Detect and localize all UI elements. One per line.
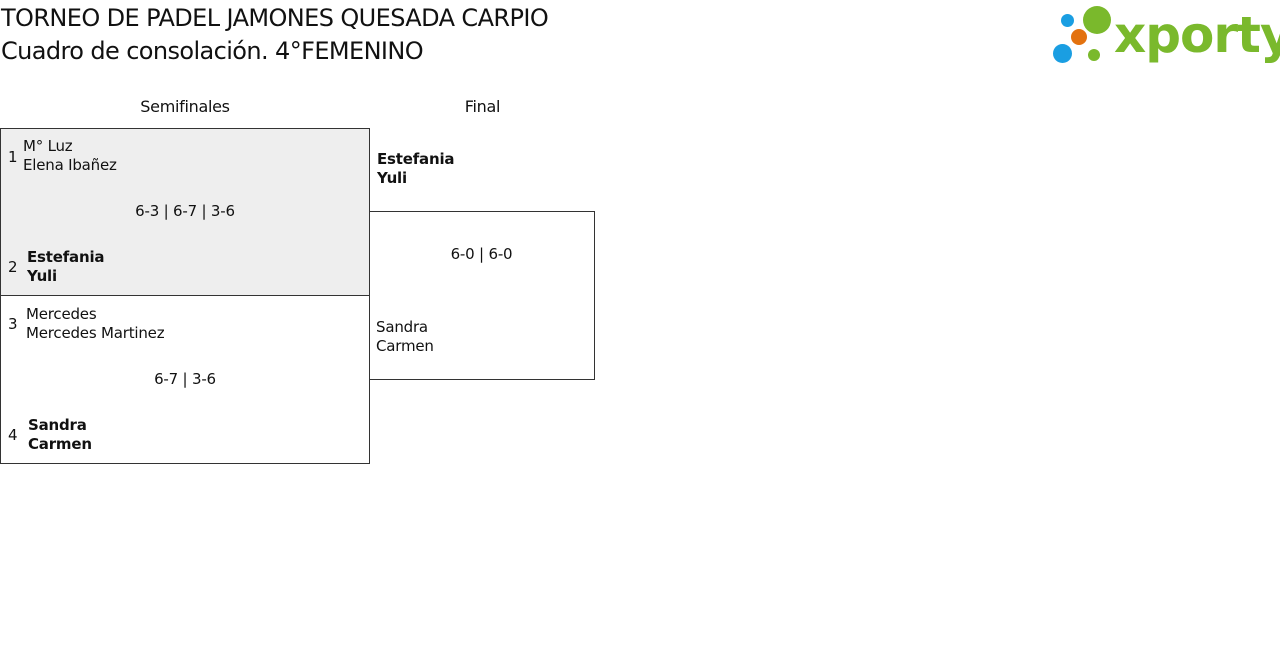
tournament-title: TORNEO DE PADEL JAMONES QUESADA CARPIO	[1, 4, 549, 32]
seed-number: 4	[8, 426, 18, 444]
final-team-1-names-winner: Estefania Yuli	[377, 150, 455, 188]
player-name: Estefania	[377, 150, 455, 168]
team-2-names-winner: Sandra Carmen	[28, 416, 92, 454]
match-score: 6-7 | 3-6	[154, 370, 216, 388]
player-name: Elena Ibañez	[23, 156, 117, 174]
match-score: 6-3 | 6-7 | 3-6	[135, 202, 235, 220]
team-2-names-winner: Estefania Yuli	[27, 248, 105, 286]
draw-subtitle: Cuadro de consolación. 4°FEMENINO	[1, 37, 424, 65]
player-name: Yuli	[27, 267, 57, 285]
player-name: Sandra	[28, 416, 87, 434]
semifinal-match-2[interactable]: 3 Mercedes Mercedes Martinez 6-7 | 3-6 4…	[0, 295, 370, 464]
player-name: Carmen	[28, 435, 92, 453]
xporty-logo[interactable]: xporty	[1050, 4, 1280, 66]
match-score: 6-0 | 6-0	[450, 245, 513, 263]
player-name: Estefania	[27, 248, 105, 266]
team-1-names: Mercedes Mercedes Martinez	[26, 305, 165, 343]
logo-dot-green-small	[1088, 49, 1100, 61]
seed-number: 3	[8, 315, 18, 333]
round-label-final: Final	[464, 97, 501, 116]
seed-number: 2	[8, 258, 18, 276]
final-match[interactable]: 6-0 | 6-0 Sandra Carmen	[369, 211, 595, 380]
final-team-2-names: Sandra Carmen	[376, 318, 434, 356]
logo-wordmark: xporty	[1114, 6, 1280, 64]
logo-dot-orange	[1071, 29, 1087, 45]
player-name: Carmen	[376, 337, 434, 355]
semifinal-match-1[interactable]: 1 M° Luz Elena Ibañez 6-3 | 6-7 | 3-6 2 …	[0, 128, 370, 296]
player-name: Yuli	[377, 169, 407, 187]
team-1-names: M° Luz Elena Ibañez	[23, 137, 117, 175]
round-label-semifinals: Semifinales	[140, 97, 230, 116]
player-name: M° Luz	[23, 137, 73, 155]
player-name: Sandra	[376, 318, 428, 336]
logo-dot-blue-bottom	[1053, 44, 1072, 63]
player-name: Mercedes	[26, 305, 97, 323]
logo-dot-green-large	[1083, 6, 1111, 34]
logo-dot-blue-top	[1061, 14, 1074, 27]
player-name: Mercedes Martinez	[26, 324, 165, 342]
seed-number: 1	[8, 148, 18, 166]
